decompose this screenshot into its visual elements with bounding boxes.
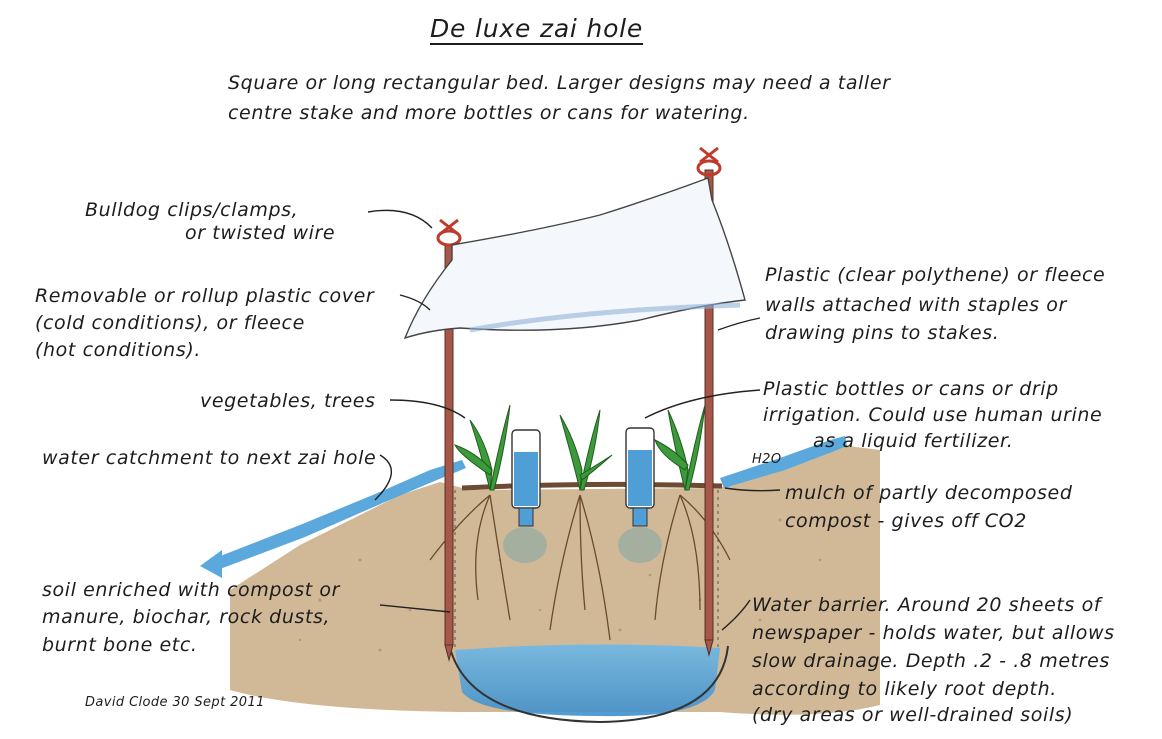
- signature: David Clode 30 Sept 2011: [85, 695, 265, 710]
- catchment-label: water catchment to next zai hole: [42, 447, 377, 469]
- water-arrow-head: [200, 550, 222, 578]
- bottle-right: [625, 427, 655, 527]
- walls-label-1: Plastic (clear polythene) or fleece: [765, 264, 1106, 286]
- barrier-label-2: newspaper - holds water, but allows: [752, 622, 1115, 644]
- soil-label-3: burnt bone etc.: [42, 634, 198, 656]
- bottles-label-1: Plastic bottles or cans or drip: [763, 378, 1059, 400]
- water-catchment-right: [720, 436, 847, 488]
- walls-label-3: drawing pins to stakes.: [765, 322, 1000, 344]
- soil-label-2: manure, biochar, rock dusts,: [42, 606, 331, 628]
- plants: [453, 404, 706, 491]
- leader-lines: [367, 209, 781, 631]
- bottles-label-2: irrigation. Could use human urine: [763, 404, 1103, 426]
- mulch-label-1: mulch of partly decomposed: [785, 482, 1073, 504]
- page-title: De luxe zai hole: [430, 14, 644, 43]
- mulch-label-2: compost - gives off CO2: [785, 510, 1027, 532]
- intro-line-1: Square or long rectangular bed. Larger d…: [228, 72, 891, 94]
- roots: [429, 494, 731, 641]
- barrier-label-3: slow drainage. Depth .2 - .8 metres: [752, 650, 1110, 672]
- intro-line-2: centre stake and more bottles or cans fo…: [228, 102, 750, 124]
- barrier-label-1: Water barrier. Around 20 sheets of: [752, 594, 1102, 616]
- barrier-label-5: (dry areas or well-drained soils): [752, 704, 1074, 726]
- h2o-label: H2O: [752, 452, 782, 467]
- veg-label: vegetables, trees: [200, 390, 376, 412]
- water-catchment-left: [205, 460, 466, 572]
- walls-label-2: walls attached with staples or: [765, 294, 1067, 316]
- clips-label-2: or twisted wire: [185, 222, 336, 244]
- water-barrier: [455, 644, 720, 717]
- barrier-label-4: according to likely root depth.: [752, 678, 1057, 700]
- clip-left-icon: [436, 218, 462, 247]
- bottle-left: [511, 429, 541, 527]
- soil-label-1: soil enriched with compost or: [42, 579, 341, 601]
- cover-label-3: (hot conditions).: [35, 339, 201, 361]
- soil-texture: [298, 518, 842, 662]
- mulch-layer: [461, 481, 723, 491]
- clips-label-1: Bulldog clips/clamps,: [85, 199, 299, 221]
- cover-label-2: (cold conditions), or fleece: [35, 312, 305, 334]
- cover-label-1: Removable or rollup plastic cover: [35, 285, 375, 307]
- clip-right-icon: [696, 146, 722, 177]
- bottles-label-3: as a liquid fertilizer.: [813, 430, 1014, 452]
